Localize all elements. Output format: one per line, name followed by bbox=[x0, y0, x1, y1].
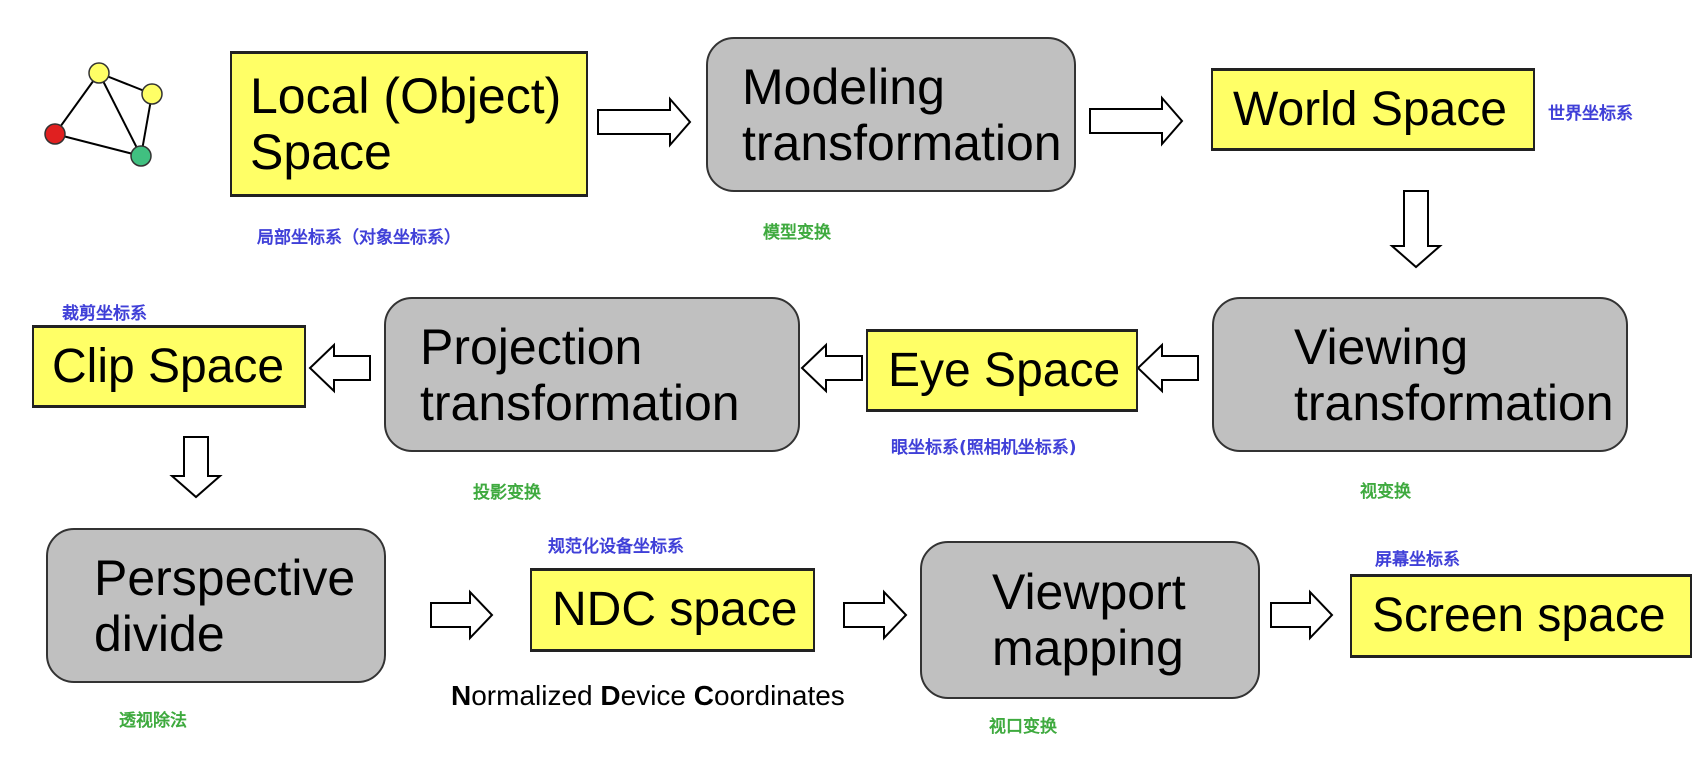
modeling-transformation-box: Modeling transformation bbox=[706, 37, 1076, 192]
local-space-box: Local (Object) Space bbox=[230, 51, 588, 197]
ndc-space-box: NDC space bbox=[530, 568, 815, 652]
viewport-mapping-caption: 视口变换 bbox=[989, 717, 1057, 737]
ndc-evice: evice bbox=[620, 680, 694, 711]
world-space-caption: 世界坐标系 bbox=[1548, 104, 1633, 124]
ndc-full-name: Normalized Device Coordinates bbox=[451, 680, 845, 712]
screen-space-caption: 屏幕坐标系 bbox=[1375, 550, 1460, 570]
eye-space-caption: 眼坐标系(照相机坐标系) bbox=[891, 438, 1077, 458]
arrow-ndc-to-viewport bbox=[843, 589, 908, 641]
arrow-local-to-modeling bbox=[597, 96, 692, 148]
arrow-clip-to-perspective bbox=[169, 436, 223, 499]
ndc-d-letter: D bbox=[600, 680, 621, 711]
arrow-world-to-viewing bbox=[1389, 190, 1443, 269]
projection-transformation-box: Projection transformation bbox=[384, 297, 800, 452]
ndc-oordinates: oordinates bbox=[714, 680, 845, 711]
projection-transformation-caption: 投影变换 bbox=[473, 483, 541, 503]
perspective-divide-box: Perspective divide bbox=[46, 528, 386, 683]
arrow-projection-to-clip bbox=[308, 342, 371, 394]
arrow-viewing-to-eye bbox=[1136, 342, 1199, 394]
object-graph-icon bbox=[44, 62, 163, 167]
world-space-box: World Space bbox=[1211, 68, 1535, 151]
clip-space-box: Clip Space bbox=[32, 325, 306, 408]
ndc-space-caption: 规范化设备坐标系 bbox=[548, 537, 684, 557]
ndc-n-letter: N bbox=[451, 680, 472, 711]
ndc-ormalized: ormalized bbox=[471, 680, 601, 711]
local-space-caption: 局部坐标系（对象坐标系） bbox=[257, 228, 461, 248]
perspective-divide-caption: 透视除法 bbox=[119, 711, 187, 731]
clip-space-caption: 裁剪坐标系 bbox=[62, 304, 147, 324]
arrow-modeling-to-world bbox=[1089, 95, 1184, 147]
viewing-transformation-caption: 视变换 bbox=[1360, 482, 1411, 502]
modeling-transformation-caption: 模型变换 bbox=[763, 223, 831, 243]
viewport-mapping-box: Viewport mapping bbox=[920, 541, 1260, 699]
eye-space-box: Eye Space bbox=[866, 329, 1138, 412]
arrow-eye-to-projection bbox=[800, 342, 863, 394]
viewing-transformation-box: Viewing transformation bbox=[1212, 297, 1628, 452]
screen-space-box: Screen space bbox=[1350, 574, 1692, 658]
ndc-c-letter: C bbox=[693, 680, 715, 711]
arrow-viewport-to-screen bbox=[1270, 589, 1334, 641]
arrow-perspective-to-ndc bbox=[430, 589, 494, 641]
